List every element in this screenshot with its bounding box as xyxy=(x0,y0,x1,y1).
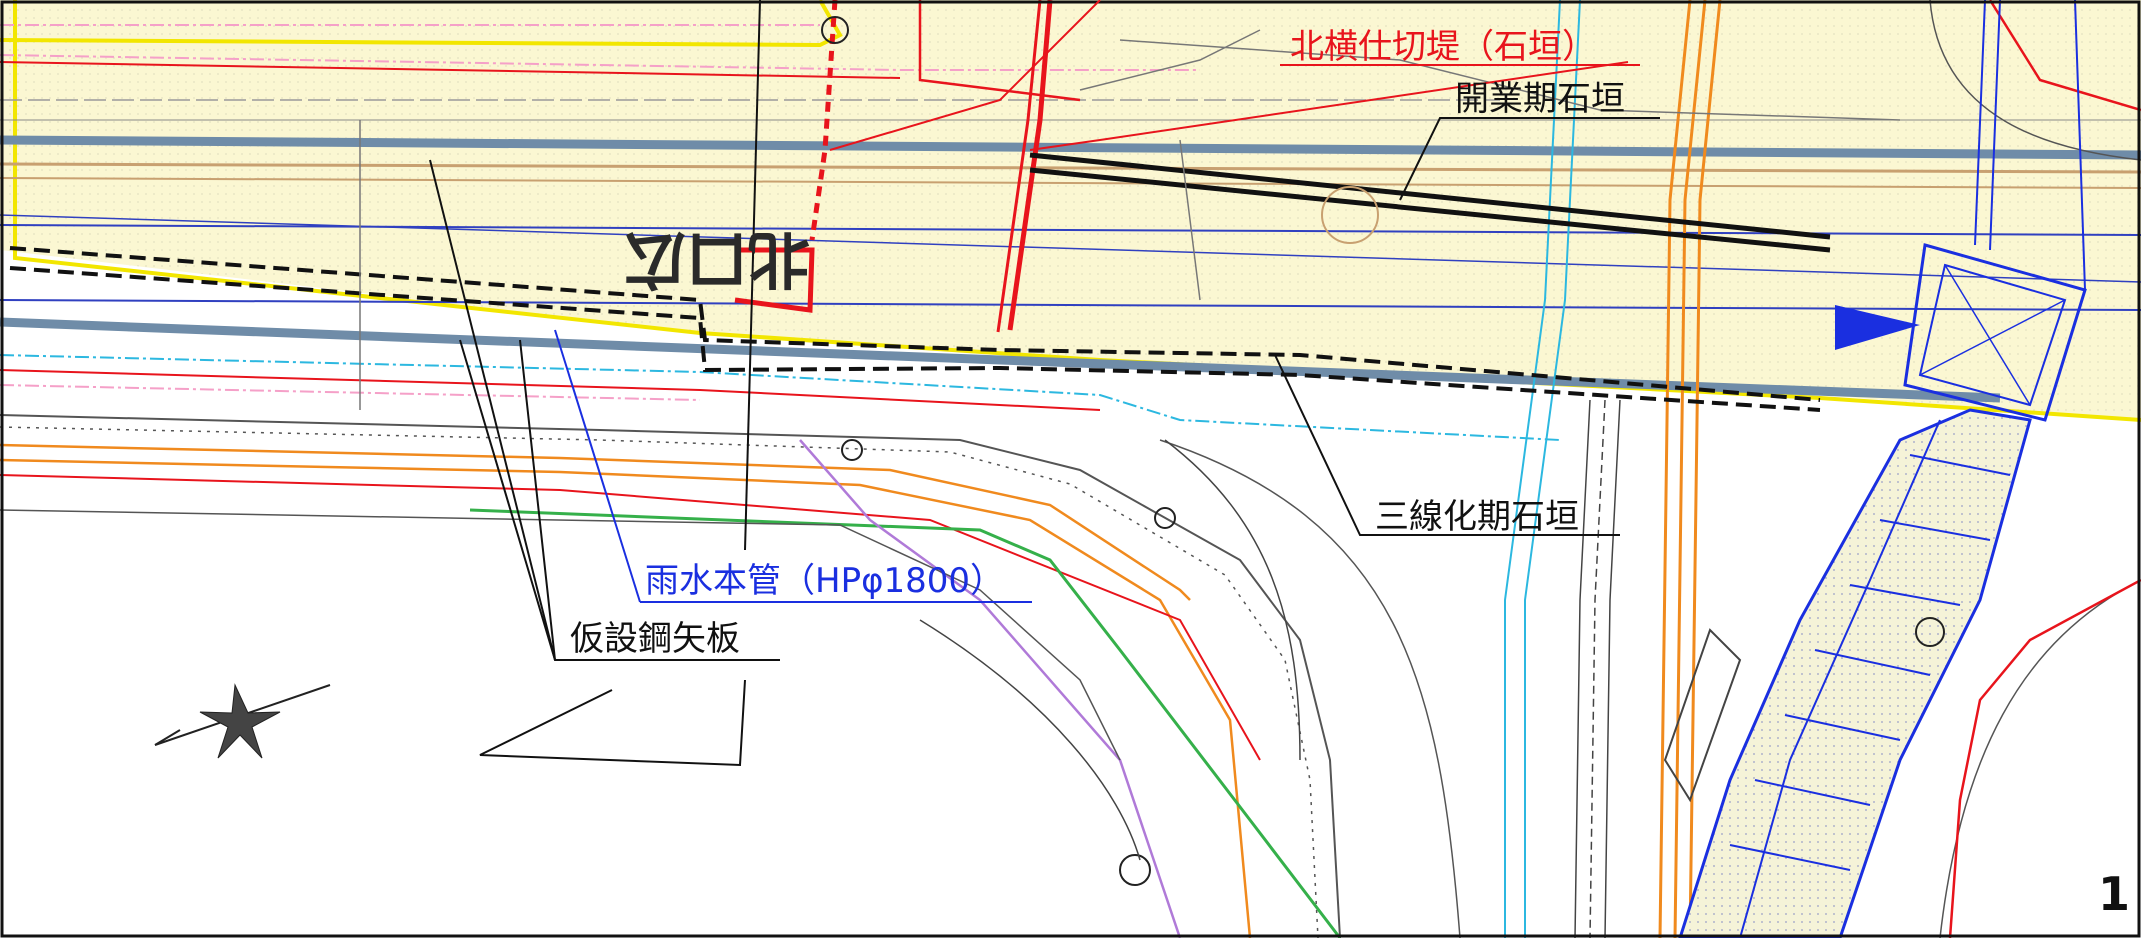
road-curve xyxy=(919,439,1301,861)
storm-sewer-culvert xyxy=(1678,408,2032,938)
label-temporary-sheet-pile: 仮設鋼矢板 xyxy=(570,619,740,659)
red-boundary-right xyxy=(918,0,2141,938)
cyan-utility-corridor xyxy=(1504,0,1581,938)
diamond-marker xyxy=(1663,628,1742,803)
label-opening-stone-wall: 開業期石垣 xyxy=(1455,79,1625,119)
blue-vertical-lines xyxy=(1974,0,2086,291)
leader-bracket xyxy=(479,679,746,767)
label-storm-sewer: 雨水本管（HPφ1800） xyxy=(645,561,1004,601)
utility-lines-upper xyxy=(0,24,2141,121)
rail-lines xyxy=(1574,399,1621,938)
misc-linework xyxy=(359,29,1901,410)
steel-pipes xyxy=(0,135,2141,403)
utility-lines-lower xyxy=(0,354,1561,938)
page-number: 1 xyxy=(2098,867,2130,921)
label-three-track-stone-wall: 三線化期石垣 xyxy=(1375,497,1579,537)
svg-text:北口広: 北口広 xyxy=(624,223,810,296)
mirrored-station-name: 北口広 xyxy=(624,223,810,296)
orange-utility-corridor xyxy=(1658,0,1722,938)
three-track-stone-wall-line xyxy=(9,246,1821,412)
label-north-partition-bank: 北横仕切堤（石垣） xyxy=(1290,27,1596,67)
north-partition-bank-wall xyxy=(734,0,1053,333)
manhole-box xyxy=(1903,243,2087,422)
opening-stone-wall-line xyxy=(1029,152,1831,253)
north-arrow-icon xyxy=(154,683,331,759)
flow-direction-icon xyxy=(1835,305,1920,350)
manhole-circles xyxy=(821,16,1945,886)
